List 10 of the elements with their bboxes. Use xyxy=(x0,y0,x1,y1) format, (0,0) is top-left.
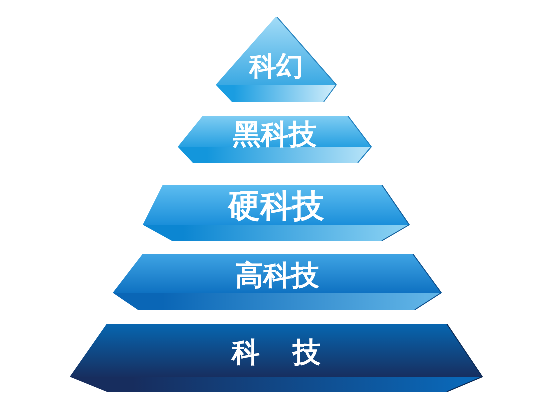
pyramid-tier xyxy=(178,116,372,163)
pyramid-apex xyxy=(216,17,337,102)
tier-label: 硬科技 xyxy=(228,190,324,222)
tier-label: 科 技 xyxy=(232,339,321,367)
tier-label: 黑科技 xyxy=(233,121,317,149)
pyramid-tier xyxy=(113,254,442,310)
pyramid-base-tier xyxy=(70,324,483,392)
tier-label: 科幻 xyxy=(250,54,304,80)
pyramid-tier xyxy=(143,185,410,241)
tier-label: 高科技 xyxy=(236,262,320,290)
